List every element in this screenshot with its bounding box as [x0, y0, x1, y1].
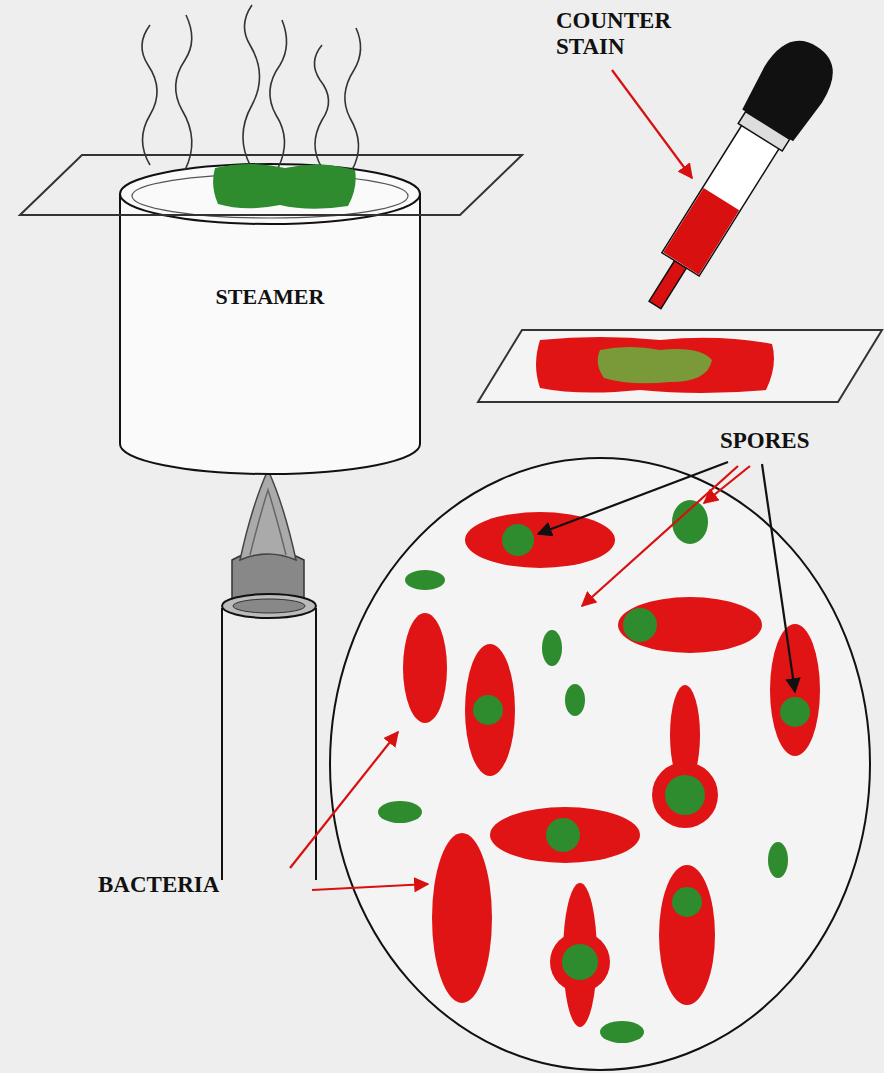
dropper: [626, 29, 846, 324]
callout-label: SPORES: [720, 428, 880, 454]
cylinder-outline: [118, 160, 422, 480]
burner: [222, 470, 316, 880]
callout-label: COUNTER STAIN: [556, 8, 706, 61]
node-label: STEAMER: [118, 284, 422, 310]
steam: [142, 5, 361, 170]
stained-slide: [478, 330, 882, 402]
callout-label: BACTERIA: [98, 872, 308, 898]
microscope-field: [330, 458, 870, 1070]
steamer-vessel: STEAMER: [118, 160, 422, 480]
